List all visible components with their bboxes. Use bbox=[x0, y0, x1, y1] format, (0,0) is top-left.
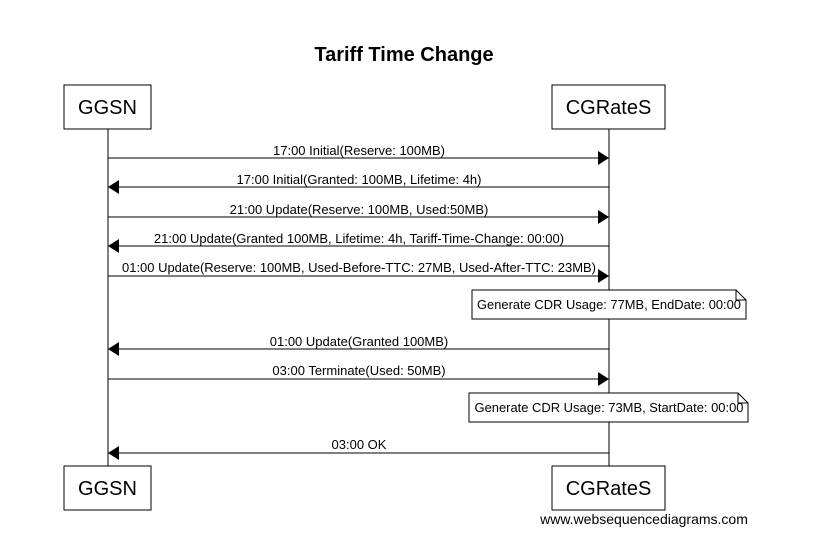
participant-cgrates-bottom: CGRateS bbox=[551, 465, 666, 511]
message-6-label: 01:00 Update(Granted 100MB) bbox=[270, 334, 449, 349]
note-2: Generate CDR Usage: 73MB, StartDate: 00:… bbox=[468, 392, 749, 423]
note-1: Generate CDR Usage: 77MB, EndDate: 00:00 bbox=[471, 289, 747, 320]
message-2: 17:00 Initial(Granted: 100MB, Lifetime: … bbox=[108, 172, 609, 194]
participant-cgrates-top-label: CGRateS bbox=[566, 97, 652, 119]
message-7-label: 03:00 Terminate(Used: 50MB) bbox=[272, 363, 445, 378]
participant-ggsn-top-label: GGSN bbox=[78, 97, 137, 119]
message-3: 21:00 Update(Reserve: 100MB, Used:50MB) bbox=[108, 202, 609, 224]
message-4: 21:00 Update(Granted 100MB, Lifetime: 4h… bbox=[108, 231, 609, 253]
message-1: 17:00 Initial(Reserve: 100MB) bbox=[108, 143, 609, 165]
participant-cgrates-top: CGRateS bbox=[551, 84, 666, 130]
message-4-label: 21:00 Update(Granted 100MB, Lifetime: 4h… bbox=[154, 231, 564, 246]
message-2-label: 17:00 Initial(Granted: 100MB, Lifetime: … bbox=[237, 172, 482, 187]
participant-ggsn-bottom: GGSN bbox=[63, 465, 152, 511]
note-1-label: Generate CDR Usage: 77MB, EndDate: 00:00 bbox=[477, 297, 741, 312]
note-2-label: Generate CDR Usage: 73MB, StartDate: 00:… bbox=[475, 400, 744, 415]
participant-cgrates-bottom-label: CGRateS bbox=[566, 478, 652, 500]
message-6: 01:00 Update(Granted 100MB) bbox=[108, 334, 609, 356]
message-7: 03:00 Terminate(Used: 50MB) bbox=[108, 363, 609, 386]
message-1-label: 17:00 Initial(Reserve: 100MB) bbox=[273, 143, 445, 158]
diagram-title: Tariff Time Change bbox=[314, 44, 493, 66]
message-3-label: 21:00 Update(Reserve: 100MB, Used:50MB) bbox=[230, 202, 489, 217]
participant-ggsn-bottom-label: GGSN bbox=[78, 478, 137, 500]
watermark-text: www.websequencediagrams.com bbox=[539, 511, 748, 527]
message-8-label: 03:00 OK bbox=[332, 437, 387, 452]
message-5: 01:00 Update(Reserve: 100MB, Used-Before… bbox=[108, 260, 609, 283]
message-8: 03:00 OK bbox=[108, 437, 609, 460]
participant-ggsn-top: GGSN bbox=[63, 84, 152, 130]
message-5-label: 01:00 Update(Reserve: 100MB, Used-Before… bbox=[122, 260, 596, 275]
